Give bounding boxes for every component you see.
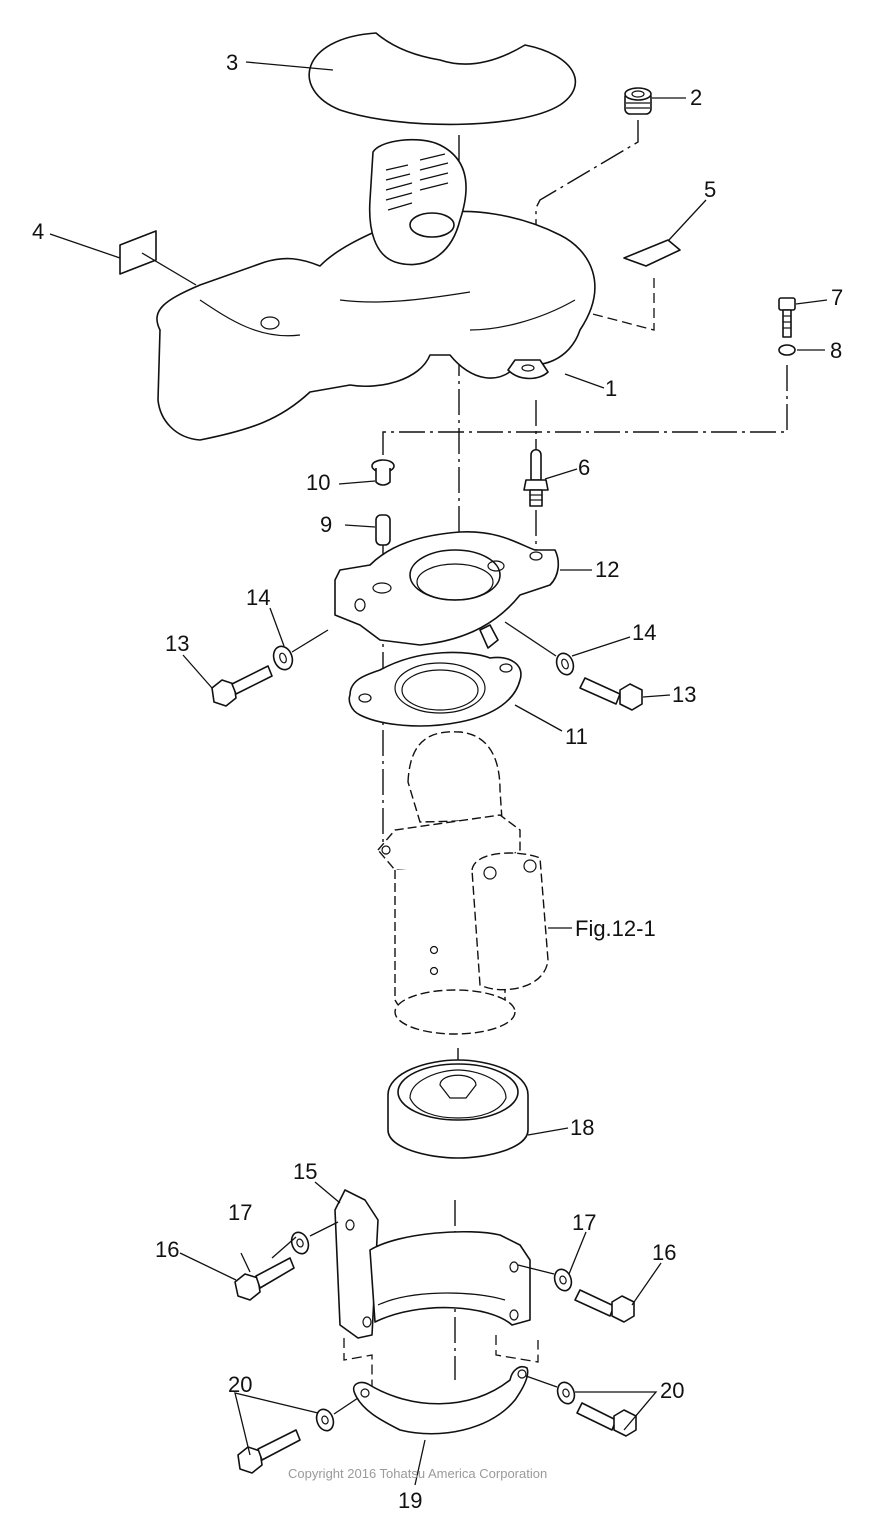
callout-12: 12 [595, 557, 619, 582]
dashed-outline-right [495, 1335, 539, 1363]
leader-5-dashed [584, 278, 655, 331]
dashed-outline-left [343, 1338, 373, 1390]
copyright-notice: Copyright 2016 Tohatsu America Corporati… [288, 1466, 547, 1481]
part-15-clamp-bracket [334, 1189, 539, 1390]
part-16-bolt-left [234, 1257, 295, 1301]
leader-17-left-to-clamp [309, 1221, 339, 1237]
leader-13-left [182, 654, 213, 689]
callout-4: 4 [32, 219, 44, 244]
part-7-bolt [778, 297, 796, 338]
callout-17-right: 17 [572, 1210, 596, 1235]
leader-3 [245, 61, 334, 71]
figure-reference[interactable]: Fig.12-1 [575, 916, 656, 941]
leader-16-right [631, 1262, 662, 1306]
leader-7 [795, 299, 828, 305]
part-17-washer-right [553, 1268, 573, 1292]
part-16-bolt-right [574, 1289, 635, 1323]
part-13-bolt-right [579, 677, 643, 711]
part-20-washer-left [315, 1408, 335, 1432]
leader-4 [49, 233, 121, 259]
callout-13-left: 13 [165, 631, 189, 656]
part-14-washer-right [555, 652, 575, 676]
leader-14-right [571, 636, 631, 657]
callout-16-right: 16 [652, 1240, 676, 1265]
leader-20-left [234, 1392, 319, 1456]
callout-5: 5 [704, 177, 716, 202]
leader-14-left [269, 607, 285, 647]
part-8-washer [778, 344, 796, 356]
callout-15: 15 [293, 1159, 317, 1184]
leader-18 [527, 1127, 569, 1136]
part-9-dowel-pin [375, 514, 391, 546]
part-20-washer-right [556, 1381, 576, 1405]
leader-13-right [642, 694, 671, 698]
part-20-bolt-left [237, 1429, 301, 1474]
part-17-washer-left [290, 1231, 310, 1255]
leader-9 [344, 524, 376, 528]
axis-line-grommet2 [535, 120, 639, 330]
callout-3: 3 [226, 50, 238, 75]
part-2-grommet [624, 87, 652, 115]
part-13-bolt-left [211, 665, 273, 707]
callout-9: 9 [320, 512, 332, 537]
leader-11 [514, 704, 563, 732]
part-11-gasket [348, 651, 522, 727]
callout-7: 7 [831, 285, 843, 310]
callout-20-right: 20 [660, 1378, 684, 1403]
part-12-mount-bracket [334, 531, 560, 649]
callout-14-left: 14 [246, 585, 270, 610]
part-20-bolt-right [576, 1402, 637, 1437]
callout-11: 11 [565, 724, 588, 749]
leader-17-right-to-clamp [517, 1264, 555, 1275]
leader-20-left-to-band [333, 1397, 359, 1415]
leader-17-left [271, 1236, 297, 1259]
leader-5 [667, 199, 707, 242]
leader-19 [414, 1439, 426, 1486]
axis-line-bolt7 [382, 365, 788, 462]
part-4-decal [119, 230, 157, 275]
callouts: 3 2 4 5 7 8 1 6 10 9 12 13 14 14 13 11 F… [32, 50, 843, 1513]
part-18-rubber-mount [387, 1059, 529, 1159]
leader-6 [544, 468, 578, 480]
leader-14-left-to-bracket [291, 629, 329, 653]
callout-1: 1 [605, 376, 617, 401]
leader-16-left [179, 1252, 237, 1281]
part-5-decal [623, 239, 681, 267]
leader-20-right [575, 1391, 658, 1431]
callout-16-left: 16 [155, 1237, 179, 1262]
part-1-top-cover [156, 138, 596, 441]
leader-20-right-to-band [525, 1375, 558, 1388]
callout-18: 18 [570, 1115, 594, 1140]
leader-15 [314, 1181, 341, 1204]
part-10-collar [371, 459, 395, 486]
leader-10 [338, 480, 376, 485]
callout-2: 2 [690, 85, 702, 110]
callout-8: 8 [830, 338, 842, 363]
leader-17a [240, 1252, 251, 1273]
leader-4b [141, 252, 197, 286]
callout-17-left: 17 [228, 1200, 252, 1225]
callout-6: 6 [578, 455, 590, 480]
callout-14-right: 14 [632, 620, 656, 645]
callout-10: 10 [306, 470, 330, 495]
leader-lines [49, 61, 828, 1486]
leader-1 [564, 373, 605, 389]
part-3-seal [308, 32, 577, 126]
callout-20-left: 20 [228, 1372, 252, 1397]
starter-motor-reference [377, 731, 549, 1035]
part-14-washer-left [272, 645, 294, 671]
part-6-hose-nipple [523, 448, 549, 507]
callout-13-right: 13 [672, 682, 696, 707]
vent-slots [385, 153, 449, 211]
part-19-clamp-band [352, 1365, 529, 1435]
leader-17-right [568, 1231, 587, 1275]
leader-14-right-to-bracket [504, 621, 557, 657]
callout-19: 19 [398, 1488, 422, 1513]
